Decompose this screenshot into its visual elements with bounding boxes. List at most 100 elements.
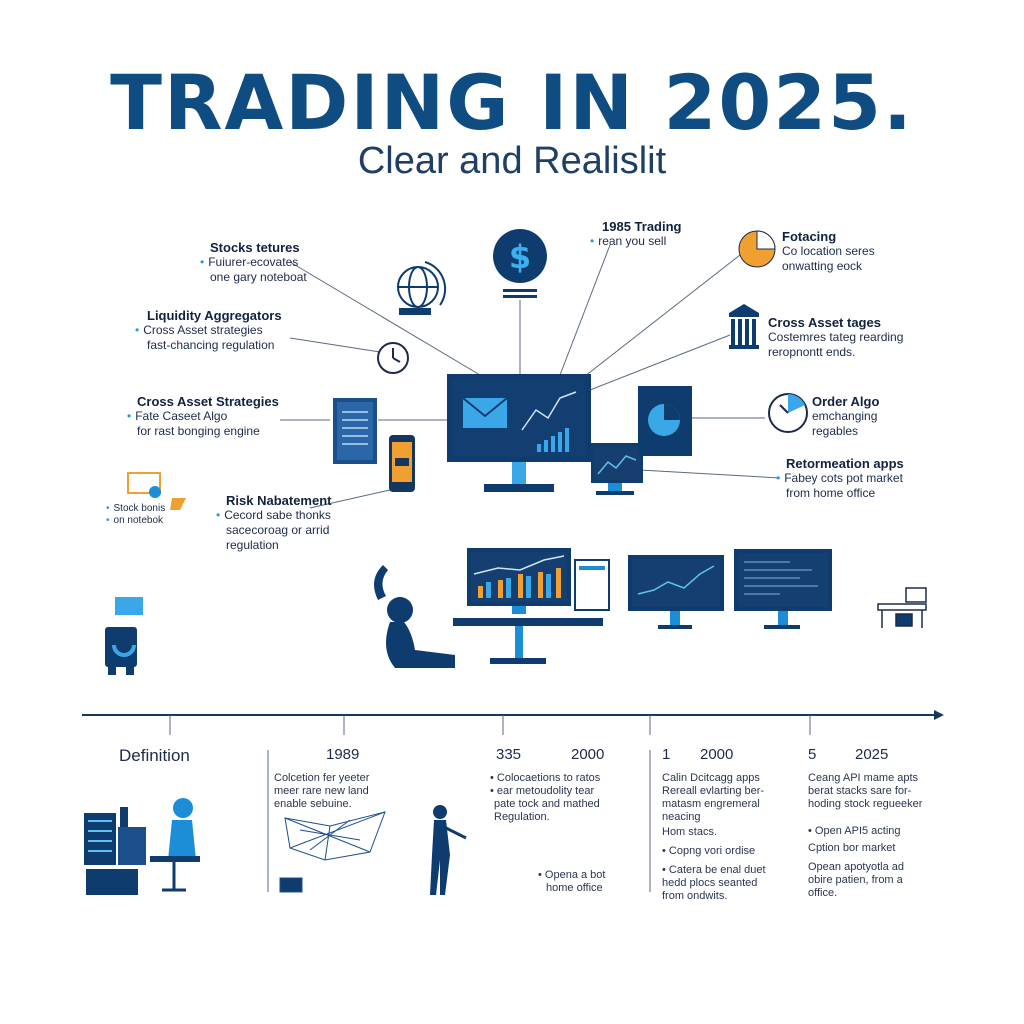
- label-risk-line2: sacecoroag or arrid: [226, 523, 330, 537]
- timeline-col2b: • Opena a bot home office: [538, 869, 606, 894]
- timeline-col4b-line: Open API5 acting: [814, 825, 901, 837]
- timeline-col4c-line: office.: [808, 887, 838, 899]
- timeline-col2-line: pate tock and mathed: [494, 798, 600, 810]
- timeline-year-2000b: 2000: [700, 746, 734, 763]
- pie-chart-icon: [738, 230, 776, 268]
- timeline-col4c-line: obire patien, from a: [808, 874, 903, 886]
- timeline-col3: Calin Dcitcagg apps Rereall evlarting be…: [662, 772, 766, 902]
- order-clock-icon: [768, 393, 808, 433]
- timeline-year-1989: 1989: [326, 746, 360, 763]
- timeline-col4b-line: Cption bor market: [808, 842, 896, 854]
- label-order-algo-line2: regables: [812, 424, 859, 438]
- label-stock-bonds: •Stock bonis •on notebok: [106, 503, 166, 526]
- developer-person-icon: [150, 798, 200, 892]
- page-subtitle: Clear and Realislit: [357, 140, 667, 182]
- timeline-axis: [82, 710, 944, 892]
- label-cross-right-head: Cross Asset tages: [768, 315, 881, 330]
- svg-text:$: $: [509, 238, 531, 276]
- timeline-col2b-line: Opena a bot: [544, 869, 606, 881]
- dollar-icon: $: [493, 229, 547, 298]
- timeline-col2: • Colocaetions to ratos • ear metoudolit…: [490, 772, 601, 823]
- label-fotacing-head: Fotacing: [782, 229, 837, 244]
- label-risk-line1: Cecord sabe thonks: [224, 508, 331, 522]
- timeline-year-2025: 2025: [855, 746, 889, 763]
- trading-monitor-icon: [467, 548, 610, 614]
- label-cross-left-line1: Fate Caseet Algo: [135, 409, 228, 423]
- timeline-col3-line: Rereall evlarting ber-: [662, 785, 765, 797]
- label-fotacing-line1: Co location seres: [782, 244, 875, 258]
- label-liquidity-line2: fast-chancing regulation: [147, 338, 275, 352]
- small-desk-icon: [877, 587, 927, 628]
- timeline-col3d-line: from ondwits.: [662, 890, 728, 902]
- label-cross-right-line1: Costemres tateg rearding: [768, 330, 904, 344]
- phone-icon: [389, 435, 415, 492]
- label-cross-left: Cross Asset Strategies •Fate Caseet Algo…: [127, 394, 279, 438]
- timeline-col3d-line: hedd plocs seanted: [662, 877, 758, 889]
- timeline-year-5: 5: [808, 746, 817, 763]
- label-stocks-line1: Fuiurer-ecovates: [208, 255, 299, 269]
- label-liquidity: Liquidity Aggregators •Cross Asset strat…: [135, 308, 282, 352]
- timeline-col2-line: Regulation.: [494, 811, 550, 823]
- timeline-col1-line: Colcetion fer yeeter: [274, 772, 370, 784]
- connector-lines: [280, 244, 781, 509]
- label-stock-bonds-line1: Stock bonis: [113, 503, 166, 514]
- label-fotacing: Fotacing Co location seres onwatting eoc…: [782, 229, 875, 274]
- timeline-col4-line: berat stacks sare for-: [808, 785, 912, 797]
- label-retormation-line2: from home office: [786, 486, 876, 500]
- timeline-col3c-line: Copng vori ordise: [668, 845, 756, 857]
- label-risk: Risk Nabatement •Cecord sabe thonks sace…: [216, 493, 332, 552]
- label-risk-head: Risk Nabatement: [226, 493, 332, 508]
- timeline-col1: Colcetion fer yeeter meer rare new land …: [274, 772, 369, 811]
- label-risk-line3: regulation: [226, 538, 279, 552]
- timeline-col4: Ceang API mame apts berat stacks sare fo…: [808, 772, 923, 899]
- clock-icon: [377, 342, 409, 374]
- main-monitor-icon: [447, 374, 591, 492]
- timeline-col2-line: Colocaetions to ratos: [496, 772, 601, 784]
- timeline-year-2000a: 2000: [571, 746, 605, 763]
- robot-icon: [105, 597, 143, 675]
- label-fotacing-line2: onwatting eock: [782, 259, 863, 273]
- timeline-col3-line: neacing: [662, 811, 701, 823]
- label-cross-left-line2: for rast bonging engine: [137, 424, 260, 438]
- label-1985-head: 1985 Trading: [602, 219, 682, 234]
- label-liquidity-head: Liquidity Aggregators: [147, 308, 282, 323]
- server-rack-icon: [84, 807, 146, 895]
- timeline-col1-line: enable sebuine.: [274, 798, 352, 810]
- presenter-person-icon: [430, 805, 467, 895]
- label-1985-trading: 1985 Trading •rean you sell: [590, 219, 682, 248]
- building-icon: [729, 304, 759, 349]
- timeline-definition: Definition: [119, 746, 190, 765]
- globe-icon: [397, 261, 447, 315]
- code-monitor-icon: [734, 549, 832, 629]
- label-stock-bonds-line2: on notebok: [113, 515, 164, 526]
- trader-person-icon: [374, 565, 455, 668]
- page-title: TRADING IN 2025.: [110, 58, 914, 147]
- desk-icon: [453, 618, 603, 664]
- label-liquidity-line1: Cross Asset strategies: [143, 323, 263, 337]
- timeline-col2b-line: home office: [546, 882, 603, 894]
- label-cross-right: Cross Asset tages Costemres tateg reardi…: [768, 315, 903, 360]
- label-retormation: Retormeation apps •Fabey cots pot market…: [776, 456, 904, 500]
- label-order-algo-head: Order Algo: [812, 394, 880, 409]
- timeline-col4-line: hoding stock regueeker: [808, 798, 923, 810]
- label-cross-right-line2: reropnontt ends.: [768, 345, 856, 359]
- document-stack-icon: [333, 398, 377, 464]
- timeline-col4c-line: Opean apotyotla ad: [808, 861, 905, 873]
- timeline-col2-line: ear metoudolity tear: [496, 785, 595, 797]
- laptop-icon: [591, 443, 643, 495]
- timeline-col1-line: meer rare new land: [274, 785, 369, 797]
- label-order-algo-line1: emchanging: [812, 409, 878, 423]
- chat-icon: [127, 472, 186, 510]
- timeline-col3-line: Calin Dcitcagg apps: [662, 772, 760, 784]
- timeline-year-1: 1: [662, 746, 671, 763]
- label-order-algo: Order Algo emchanging regables: [812, 394, 879, 439]
- timeline-year-335: 335: [496, 746, 522, 763]
- label-1985-line1: rean you sell: [598, 234, 667, 248]
- label-stocks-head: Stocks tetures: [210, 240, 300, 255]
- label-retormation-head: Retormeation apps: [786, 456, 904, 471]
- label-retormation-line1: Fabey cots pot market: [784, 471, 903, 485]
- timeline-col3b-line: Hom stacs.: [662, 826, 718, 838]
- network-map-icon: [279, 811, 386, 893]
- timeline-col4-line: Ceang API mame apts: [808, 772, 919, 784]
